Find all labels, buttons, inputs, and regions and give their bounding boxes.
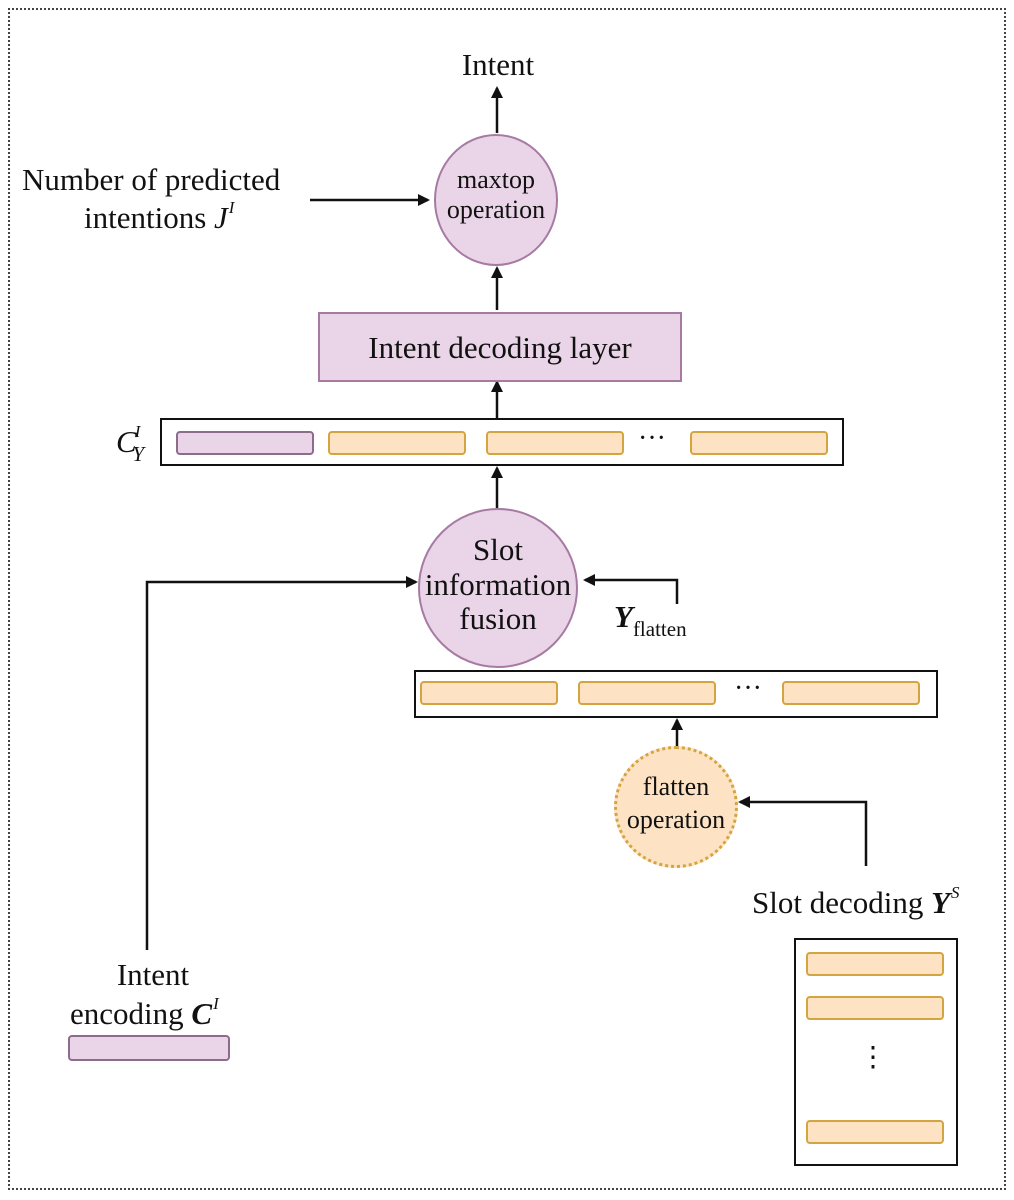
y-flatten-label: Yflatten xyxy=(614,599,687,642)
slot-row-2 xyxy=(806,996,944,1020)
intent-output-label: Intent xyxy=(461,47,535,82)
intent-encoding-line2: encoding CI xyxy=(70,994,219,1031)
cyi-label: CIY xyxy=(116,422,145,466)
intent-encoding-vector xyxy=(68,1035,230,1061)
intent-decoding-layer-label: Intent decoding layer xyxy=(368,330,632,365)
cyi-cell-2 xyxy=(486,431,624,455)
predicted-intentions-line1: Number of predicted xyxy=(22,162,281,197)
predicted-intentions-line2: intentions JI xyxy=(84,198,235,235)
maxtop-line2: operation xyxy=(446,195,546,224)
slot-row-1 xyxy=(806,952,944,976)
slot-decoding-label: Slot decoding YS xyxy=(752,883,960,920)
cyi-cell-1 xyxy=(328,431,466,455)
fusion-line2: information xyxy=(424,567,572,602)
fusion-line3: fusion xyxy=(459,601,537,636)
cyi-cell-intent xyxy=(176,431,314,455)
diagram-frame xyxy=(8,8,1006,1190)
maxtop-line1: maxtop xyxy=(457,165,535,194)
flatten-operation-node xyxy=(614,746,738,868)
flatten-cell-n xyxy=(782,681,920,705)
intent-decoding-layer-box xyxy=(318,312,682,382)
slot-information-fusion-node xyxy=(418,508,578,668)
arrow-intent-encoding-to-fusion xyxy=(145,576,418,950)
intent-encoding-line1: Intent xyxy=(116,957,190,992)
flatten-line2: operation xyxy=(626,805,726,834)
fusion-line1: Slot xyxy=(473,532,523,567)
flatten-cell-1 xyxy=(420,681,558,705)
cyi-ellipsis: ··· xyxy=(638,423,666,454)
flatten-cell-2 xyxy=(578,681,716,705)
slot-row-n xyxy=(806,1120,944,1144)
arrow-slot-decoding-to-flatten xyxy=(738,796,868,866)
cyi-cell-n xyxy=(690,431,828,455)
flatten-ellipsis: ··· xyxy=(734,673,762,704)
slot-rows-ellipsis: ⋮ xyxy=(859,1042,887,1073)
maxtop-operation-node xyxy=(434,134,558,266)
arrow-yflatten-to-fusion xyxy=(583,574,679,604)
flatten-line1: flatten xyxy=(642,772,710,801)
